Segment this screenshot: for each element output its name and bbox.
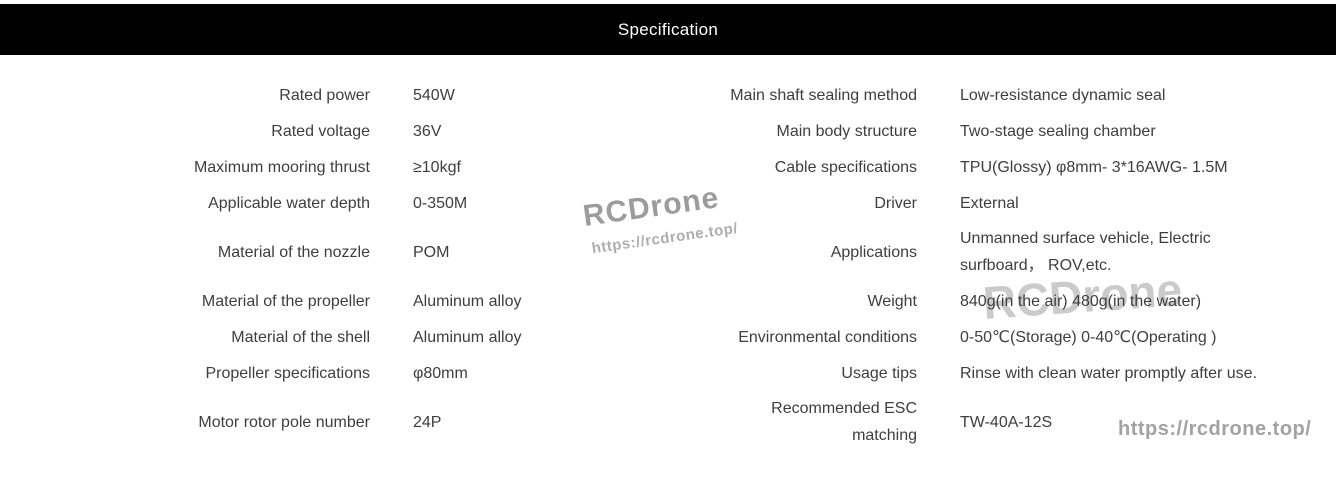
spec-row: Maximum mooring thrust ≥10kgf Cable spec… bbox=[0, 149, 1336, 185]
spec-value-right: Two-stage sealing chamber bbox=[960, 122, 1156, 140]
spec-value-left: Aluminum alloy bbox=[413, 328, 522, 346]
spec-label-left: Material of the propeller bbox=[201, 292, 370, 310]
spec-label-right: Main body structure bbox=[776, 122, 917, 140]
spec-label-left: Propeller specifications bbox=[205, 364, 370, 382]
spec-label-left: Maximum mooring thrust bbox=[193, 158, 370, 176]
spec-label-left: Material of the nozzle bbox=[217, 243, 370, 261]
spec-value-right: Unmanned surface vehicle, Electric surfb… bbox=[960, 230, 1211, 274]
spec-value-left: ≥10kgf bbox=[413, 158, 461, 176]
spec-label-left: Motor rotor pole number bbox=[198, 413, 370, 431]
spec-value-left: 24P bbox=[413, 413, 442, 431]
spec-value-left: 36V bbox=[413, 122, 442, 140]
spec-row: Propeller specifications φ80mm Usage tip… bbox=[0, 355, 1336, 391]
spec-row: Material of the nozzle POM Applications … bbox=[0, 221, 1336, 283]
spec-row: Rated power 540W Main shaft sealing meth… bbox=[0, 77, 1336, 113]
spec-label-right: Recommended ESC matching bbox=[771, 400, 917, 444]
spec-label-left: Rated power bbox=[279, 86, 370, 104]
spec-value-right: TPU(Glossy) φ8mm- 3*16AWG- 1.5M bbox=[960, 158, 1228, 176]
spec-value-right: Rinse with clean water promptly after us… bbox=[960, 364, 1258, 382]
spec-value-left: Aluminum alloy bbox=[413, 292, 522, 310]
spec-table: Rated power 540W Main shaft sealing meth… bbox=[0, 77, 1336, 453]
spec-value-right: External bbox=[960, 194, 1019, 212]
spec-value-right: 840g(in the air) 480g(in the water) bbox=[960, 292, 1202, 310]
spec-header-title: Specification bbox=[617, 19, 719, 39]
spec-label-left: Applicable water depth bbox=[208, 194, 370, 212]
spec-row: Rated voltage 36V Main body structure Tw… bbox=[0, 113, 1336, 149]
spec-value-left: φ80mm bbox=[413, 364, 468, 382]
spec-label-right: Environmental conditions bbox=[738, 328, 917, 346]
spec-row: Material of the propeller Aluminum alloy… bbox=[0, 283, 1336, 319]
spec-label-right: Applications bbox=[830, 243, 917, 261]
spec-label-right: Driver bbox=[874, 194, 917, 212]
spec-label-right: Weight bbox=[867, 292, 917, 310]
spec-value-right: TW-40A-12S bbox=[960, 413, 1053, 431]
spec-label-left: Rated voltage bbox=[271, 122, 370, 140]
spec-row: Motor rotor pole number 24P Recommended … bbox=[0, 391, 1336, 453]
spec-value-right: Low-resistance dynamic seal bbox=[960, 86, 1166, 104]
spec-header: Specification bbox=[0, 4, 1336, 55]
spec-row: Applicable water depth 0-350M Driver Ext… bbox=[0, 185, 1336, 221]
spec-value-right: 0-50℃(Storage) 0-40℃(Operating ) bbox=[960, 328, 1217, 346]
spec-value-left: 540W bbox=[413, 86, 455, 104]
spec-value-left: POM bbox=[413, 243, 450, 261]
spec-label-right: Main shaft sealing method bbox=[730, 86, 917, 104]
spec-value-left: 0-350M bbox=[413, 194, 468, 212]
spec-row: Material of the shell Aluminum alloy Env… bbox=[0, 319, 1336, 355]
spec-label-left: Material of the shell bbox=[231, 328, 370, 346]
spec-label-right: Cable specifications bbox=[774, 158, 917, 176]
spec-label-right: Usage tips bbox=[841, 364, 917, 382]
